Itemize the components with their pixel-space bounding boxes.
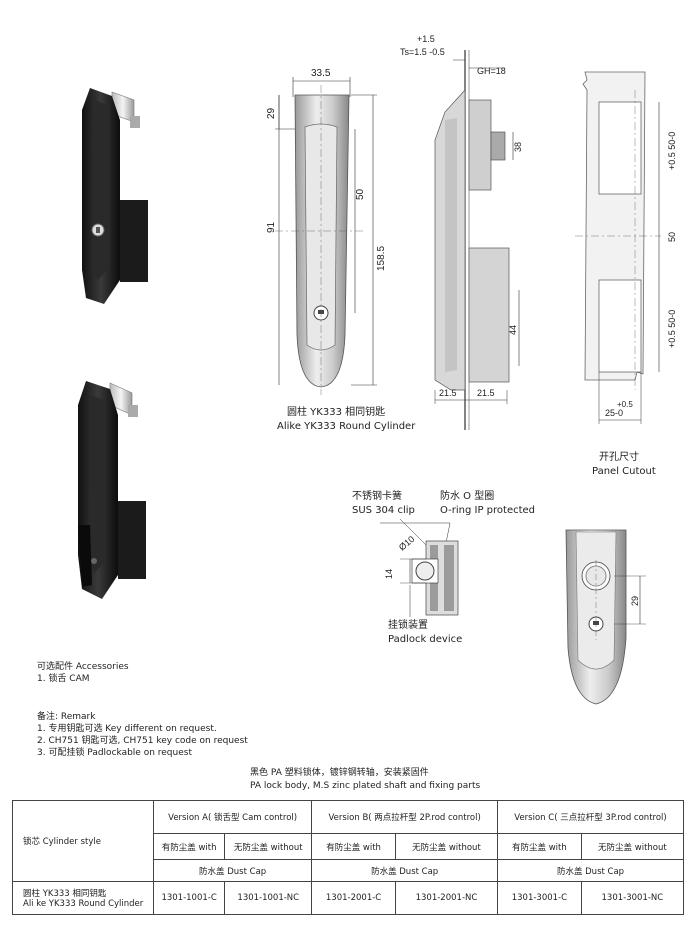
dim-158-5: 158.5 [376,246,387,271]
handle-closeup-drawing: 29 [565,529,646,705]
remark-item-1: 1. 专用钥匙可选 Key different on request. [37,724,217,734]
dim-gh: GH=18 [477,66,506,76]
row-cylinder-yk333: 圆柱 YK333 相同钥匙 Ali ke YK333 Round Cylinde… [12,881,154,915]
dim-29-b: 29 [630,596,640,606]
b-without: 无防尘盖 without [394,833,499,860]
c-without: 无防尘盖 without [580,833,685,860]
version-b-header: Version B( 两点拉杆型 2P.rod control) [311,800,499,834]
dim-ts: Ts=1.5 -0.5 [400,47,445,57]
row-head-cylinder-style: 锁芯 Cylinder style [12,800,154,882]
row-cylinder-cn: 圆柱 YK333 相同钥匙 [23,889,107,899]
cylinder-label-en: Alike YK333 Round Cylinder [277,421,416,432]
a-dust-cap: 防水盖 Dust Cap [152,859,313,882]
oring-label-en: O-ring IP protected [440,505,536,516]
code-b-nc: 1301-2001-NC [394,881,499,915]
clip-label-cn: 不锈钢卡簧 [352,491,402,502]
dim-phi10: Ø10 [397,534,416,553]
panel-cutout-drawing: +0.5 50-0 50 +0.5 50-0 +0.5 25-0 [575,71,677,424]
side-view-drawing: +1.5 Ts=1.5 -0.5 GH=18 38 44 21.5 21.5 [400,34,523,430]
oring-label-cn: 防水 O 型圈 [440,491,495,502]
code-c-c: 1301-3001-C [497,881,582,915]
version-c-header: Version C( 三点拉杆型 3P.rod control) [497,800,684,834]
cutout-label-en: Panel Cutout [592,466,656,477]
remark-item-3: 3. 可配挂锁 Padlockable on request [37,748,192,758]
cut-dim-2: +0.5 50-0 [667,310,677,348]
code-c-nc: 1301-3001-NC [580,881,685,915]
cut-dim-50: 50 [667,232,677,242]
a-with: 有防尘盖 with [152,833,226,860]
remark-title: 备注: Remark [37,712,96,722]
material-note-en: PA lock body, M.S zinc plated shaft and … [250,781,481,791]
padlock-label-en: Padlock device [388,634,463,645]
dim-21-5-a: 21.5 [439,388,457,398]
material-note-cn: 黑色 PA 塑料锁体，镀锌钢转轴，安装紧固件 [250,768,429,778]
spec-table: 锁芯 Cylinder style Version A( 锁舌型 Cam con… [12,800,685,915]
dim-50: 50 [355,188,366,200]
cut-dim-1: +0.5 50-0 [667,132,677,170]
padlock-label-cn: 挂锁装置 [388,620,428,631]
cut-dim-25-b: 25-0 [605,408,623,418]
b-with: 有防尘盖 with [311,833,396,860]
cylinder-label-cn: 圆柱 YK333 相同钥匙 [287,407,386,418]
row-cylinder-en: Ali ke YK333 Round Cylinder [23,899,144,909]
a-without: 无防尘盖 without [224,833,313,860]
product-photo-top [82,88,148,304]
accessories-title: 可选配件 Accessories [37,662,129,672]
remark-item-2: 2. CH751 钥匙可选, CH751 key code on request [37,736,248,746]
cut-dim-25-a: +0.5 [617,400,633,409]
accessories-item-1: 1. 锁舌 CAM [37,674,90,684]
c-with: 有防尘盖 with [497,833,582,860]
dim-plus-1-5: +1.5 [417,34,435,44]
code-a-nc: 1301-1001-NC [224,881,313,915]
version-a-header: Version A( 锁舌型 Cam control) [152,800,313,834]
cutout-label-cn: 开孔尺寸 [599,452,639,463]
product-photo-bottom [78,381,146,599]
c-dust-cap: 防水盖 Dust Cap [497,859,684,882]
code-b-c: 1301-2001-C [311,881,396,915]
dim-33-5: 33.5 [311,68,331,79]
clip-label-en: SUS 304 clip [352,505,415,516]
dim-38: 38 [513,142,523,152]
dim-44: 44 [508,325,518,335]
dim-29: 29 [266,107,277,119]
dim-14: 14 [384,569,394,579]
dim-91: 91 [266,221,277,233]
dim-21-5-b: 21.5 [477,388,495,398]
padlock-detail-drawing: Ø10 14 [380,518,459,617]
code-a-c: 1301-1001-C [152,881,226,915]
front-view-drawing: 33.5 29 91 50 158.5 [266,68,387,395]
b-dust-cap: 防水盖 Dust Cap [311,859,499,882]
